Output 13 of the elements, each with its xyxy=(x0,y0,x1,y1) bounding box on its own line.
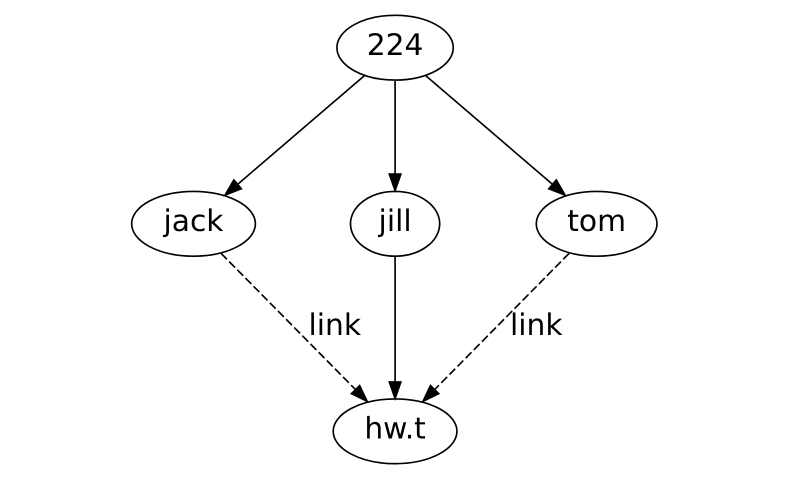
node-ellipse: jack xyxy=(130,190,256,257)
edge-label: link xyxy=(510,308,562,343)
edge-label: link xyxy=(308,308,361,343)
node-ellipse: jill xyxy=(349,190,440,257)
arrow xyxy=(388,81,402,194)
node-ellipse: tom xyxy=(534,190,658,257)
arrow xyxy=(222,74,365,197)
node-ellipse: 224 xyxy=(336,14,454,81)
arrow xyxy=(388,256,402,401)
arrow xyxy=(220,252,368,404)
arrow xyxy=(420,252,570,404)
node-ellipse: hw.t xyxy=(332,398,458,464)
arrow xyxy=(424,74,566,197)
